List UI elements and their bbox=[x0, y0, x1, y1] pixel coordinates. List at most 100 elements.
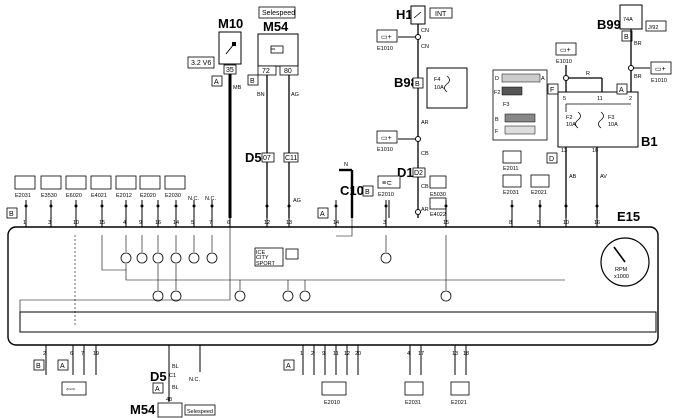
wire-cn-label: CN bbox=[421, 28, 429, 34]
wiper-icon-e2021b bbox=[450, 381, 470, 396]
earth-e4021: E4021 bbox=[91, 193, 107, 199]
mode-panel bbox=[254, 247, 284, 267]
b98-fuse-box bbox=[426, 67, 468, 109]
e15-top-pin: 3 bbox=[383, 220, 386, 226]
earth-e2031c: E2031 bbox=[405, 400, 421, 406]
e15-top-pin-dot bbox=[334, 204, 338, 208]
d1-pin-d2: D2 bbox=[414, 170, 423, 177]
earth-e6020: E6020 bbox=[66, 193, 82, 199]
b1-connector-a: A bbox=[619, 87, 624, 94]
e15-bottom-right-pin: 4 bbox=[407, 351, 410, 357]
e15-top-pins: 131015491614576121314315851016 bbox=[23, 200, 600, 227]
ground-e1010-4: E1010 bbox=[556, 59, 572, 65]
wire-cb-label-2: CB bbox=[421, 184, 429, 190]
legend-d: D bbox=[495, 76, 499, 82]
e15-top-pin-dot bbox=[210, 204, 214, 208]
e15-top-pin: 3 bbox=[48, 220, 51, 226]
wire-ag-label: AG bbox=[291, 92, 299, 98]
e15-top-pin-dot bbox=[265, 204, 269, 208]
b99-connector-b: B bbox=[624, 34, 629, 41]
wiper-icon-e2021 bbox=[530, 174, 550, 188]
module-icon bbox=[270, 45, 284, 54]
e15-top-pin-dot bbox=[228, 204, 232, 208]
e15-top-pin: 5 bbox=[537, 220, 540, 226]
b99-rating: 74A bbox=[623, 17, 633, 23]
indicator-lamps bbox=[120, 252, 452, 302]
b1-connector-f: F bbox=[550, 87, 554, 94]
fuse-f4-rating: 10A bbox=[434, 85, 444, 91]
fuse-f3-label: F3 bbox=[608, 115, 614, 121]
svg-text:⇦⇨: ⇦⇨ bbox=[66, 387, 76, 393]
e15-top-pin-dot bbox=[564, 204, 568, 208]
b1-label: B1 bbox=[641, 134, 658, 149]
earth-e3530: E3530 bbox=[41, 193, 57, 199]
earth-e2010: E2010 bbox=[378, 192, 394, 198]
earth-e2012: E2012 bbox=[116, 193, 132, 199]
e15-bottom-right-pin: 9 bbox=[322, 351, 325, 357]
lamp-icon-e2011 bbox=[502, 150, 522, 164]
c10-connector-b: B bbox=[365, 189, 370, 196]
e15-top-pin: 7 bbox=[209, 220, 212, 226]
battery-ground-1: ▭+ bbox=[376, 29, 398, 43]
svg-text:≡⊂: ≡⊂ bbox=[382, 180, 392, 187]
e15-top-pin-dot bbox=[140, 204, 144, 208]
e15-top-pin-dot bbox=[384, 204, 388, 208]
d5-pin-c11: C11 bbox=[285, 155, 297, 162]
mode-sport: SPORT bbox=[256, 261, 275, 267]
e15-inner-bar bbox=[19, 311, 657, 333]
d5-top-label: D5 bbox=[245, 150, 262, 165]
b1-pin-16: 16 bbox=[592, 148, 598, 154]
b1-box bbox=[557, 91, 639, 148]
splice-node bbox=[415, 34, 421, 40]
earth-e2030: E2030 bbox=[165, 193, 181, 199]
e15-top-pin: 5 bbox=[191, 220, 194, 226]
e15-top-pin: 6 bbox=[227, 220, 230, 226]
nc-label-1: N.C. bbox=[188, 196, 199, 202]
battery-ground-3: ▭+ bbox=[650, 61, 672, 75]
m54-pin-72: 72 bbox=[262, 68, 270, 75]
earth-e5030: E5030 bbox=[430, 192, 446, 198]
left-icon-row: E2031 E3530 E6020 E4021 E2012 E2020 E203… bbox=[14, 175, 186, 199]
d5-bottom-label: D5 bbox=[150, 369, 167, 384]
wire-ar-label-2: AR bbox=[421, 207, 429, 213]
ground-e1010-1: E1010 bbox=[377, 46, 393, 52]
earth-e2031: E2031 bbox=[15, 193, 31, 199]
lamp-icon-e2010 bbox=[377, 175, 401, 189]
d5-pin-07: 07 bbox=[263, 155, 271, 162]
bottom-connector-b: B bbox=[36, 363, 41, 370]
wire-n-label: N bbox=[344, 162, 348, 168]
b1-pin-2: 2 bbox=[629, 96, 632, 102]
b1-connector-d: D bbox=[549, 156, 554, 163]
e15-bottom-left-pin: 6 bbox=[70, 351, 73, 357]
lamp-icon-e2031b bbox=[502, 174, 522, 188]
lamp-icon-e2010b bbox=[321, 381, 347, 396]
ground-e1010-3: E1010 bbox=[651, 78, 667, 84]
earth-e2010b: E2010 bbox=[324, 400, 340, 406]
svg-text:▭+: ▭+ bbox=[655, 66, 666, 73]
earth-e2020: E2020 bbox=[140, 193, 156, 199]
wire-cn-label-2: CN bbox=[421, 44, 429, 50]
e15-connector-b: B bbox=[9, 211, 14, 218]
svg-text:▭+: ▭+ bbox=[381, 135, 392, 142]
e15-bottom-right-pin: 1 bbox=[300, 351, 303, 357]
wire-br-label: BR bbox=[634, 41, 642, 47]
mode-city: CITY bbox=[256, 255, 269, 261]
e15-top-pin-dot bbox=[100, 204, 104, 208]
fuse-f4-label: F4 bbox=[434, 77, 440, 83]
wire-ab-label: AB bbox=[569, 174, 577, 180]
bottom-connector-a-right: A bbox=[286, 363, 291, 370]
wire-bl-label-1: BL bbox=[172, 364, 179, 370]
b99-j92-tag: J/92 bbox=[648, 25, 658, 31]
e15-label: E15 bbox=[617, 209, 640, 224]
svg-text:▭+: ▭+ bbox=[381, 34, 392, 41]
e15-top-pin-dot bbox=[49, 204, 53, 208]
svg-text:▭+: ▭+ bbox=[560, 47, 571, 54]
wire-av-label: AV bbox=[600, 174, 607, 180]
m10-pin-35: 35 bbox=[226, 67, 234, 74]
internal-wiring bbox=[19, 218, 565, 325]
e15-top-pin: 1 bbox=[23, 220, 26, 226]
b1-pin-13: 13 bbox=[561, 148, 567, 154]
b1-pin-5: 5 bbox=[563, 96, 566, 102]
earth-e2021: E2021 bbox=[531, 190, 547, 196]
